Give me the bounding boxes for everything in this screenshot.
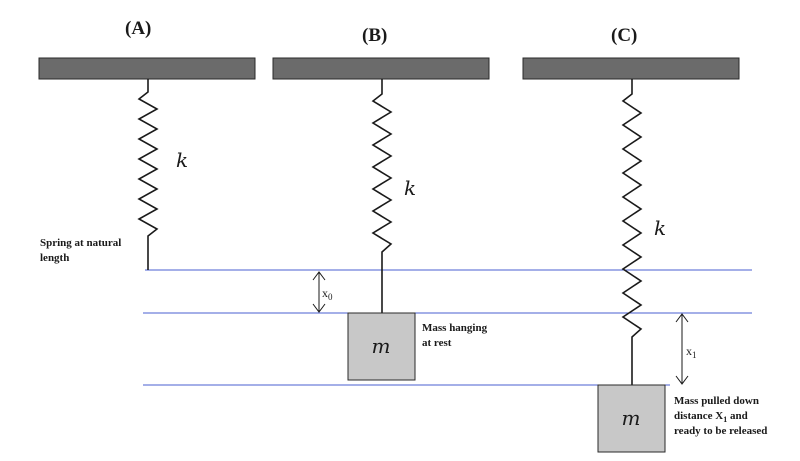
- displacement-x0-label: x0: [322, 286, 333, 302]
- spring-a: [137, 79, 159, 270]
- spring-c: [621, 79, 643, 385]
- panel-label-b: (B): [362, 25, 387, 46]
- mass-label-c: m: [622, 406, 641, 430]
- natural-length-label-line2: length: [40, 252, 69, 264]
- rest-label-line1: Mass hanging: [422, 322, 488, 334]
- panel-label-a: (A): [125, 18, 151, 39]
- natural-length-label-line1: Spring at natural: [40, 237, 121, 249]
- mass-label-b: m: [372, 334, 391, 358]
- pulled-label-line3: ready to be released: [674, 425, 767, 437]
- pulled-label-line1: Mass pulled down: [674, 395, 759, 407]
- pulled-label-line2-prefix: distance X: [674, 410, 723, 422]
- pulled-label-line2-suffix: and: [727, 410, 748, 422]
- natural-length-label: Spring at natural length: [40, 237, 124, 264]
- displacement-x1-sub: 1: [692, 350, 697, 360]
- spring-constant-a: k: [176, 148, 188, 172]
- displacement-x0-sub: 0: [328, 292, 333, 302]
- ceiling-c: [522, 57, 740, 80]
- spring-constant-c: k: [654, 216, 666, 240]
- panel-label-c: (C): [611, 25, 637, 46]
- pulled-label: Mass pulled down distance X1 and ready t…: [674, 395, 767, 437]
- mass-block-b: [347, 312, 416, 381]
- rest-label-line2: at rest: [422, 337, 452, 349]
- spring-constant-b: k: [404, 176, 416, 200]
- ceiling-b: [272, 57, 490, 80]
- pulled-label-line2-sub: 1: [723, 415, 727, 424]
- displacement-x1-base: x: [686, 344, 692, 358]
- ceiling-a: [38, 57, 256, 80]
- rest-label: Mass hanging at rest: [422, 322, 490, 349]
- displacement-x1-label: x1: [686, 344, 697, 360]
- spring-b: [371, 79, 393, 313]
- displacement-x0-base: x: [322, 286, 328, 300]
- displacement-x1-arrow: [675, 313, 689, 385]
- mass-block-c: [597, 384, 666, 453]
- displacement-x0-arrow: [312, 271, 326, 313]
